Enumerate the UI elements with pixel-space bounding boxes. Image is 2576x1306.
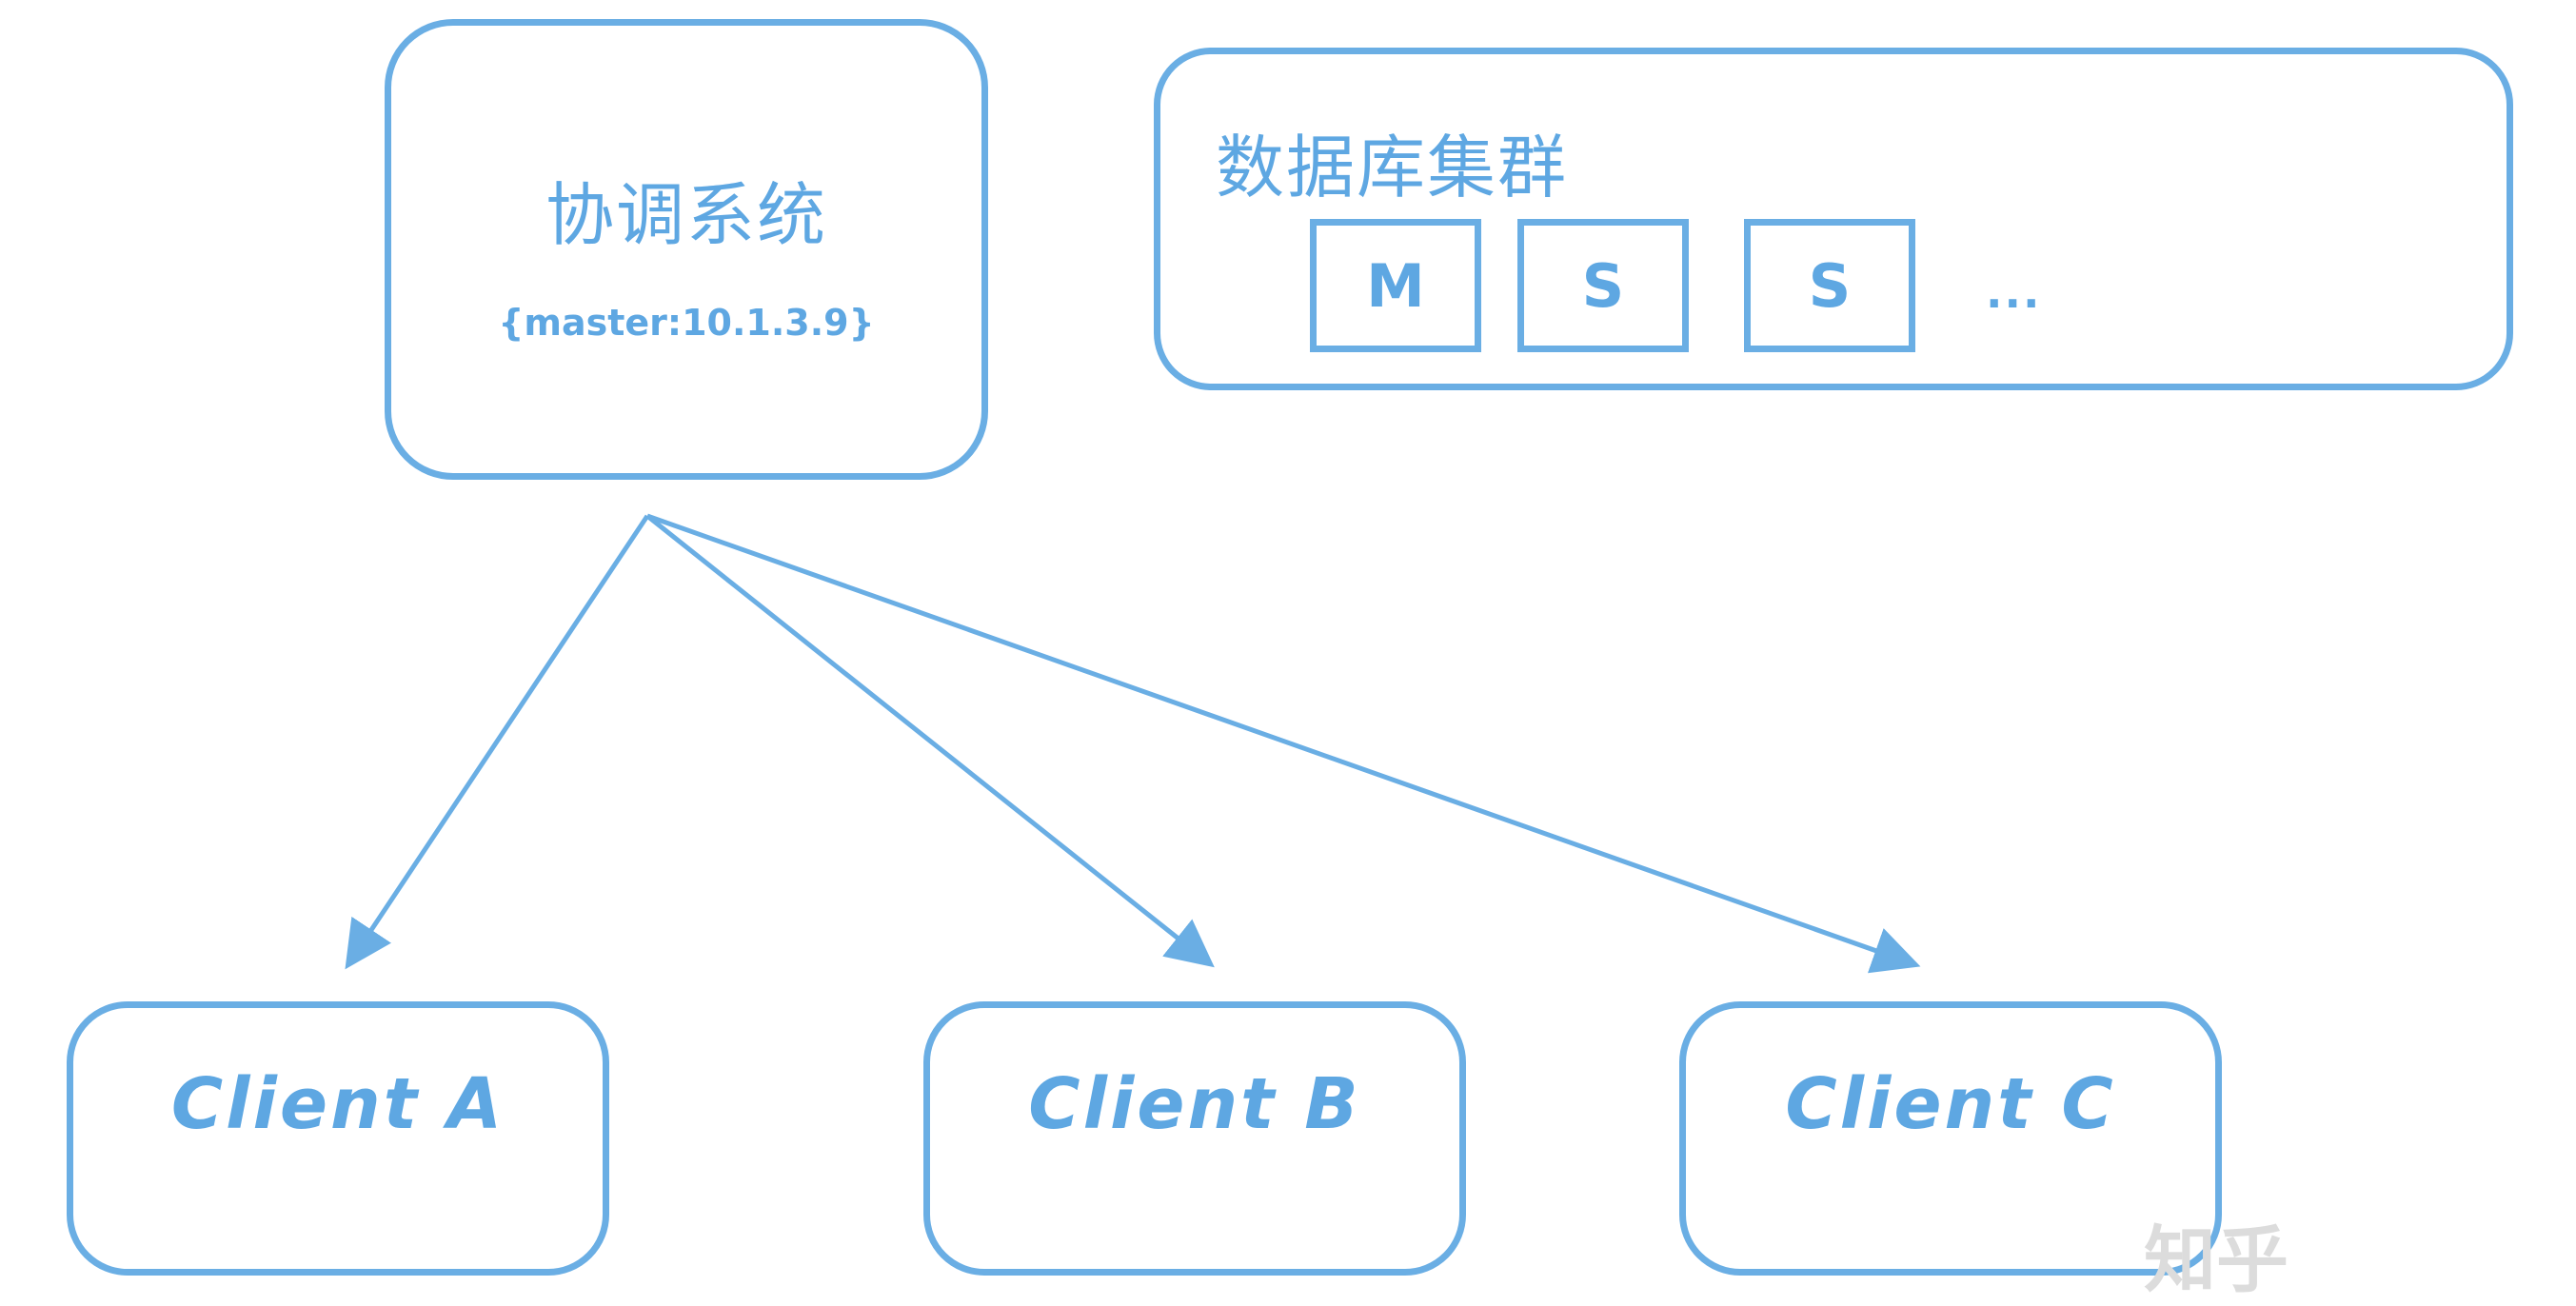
client-a-box: Client A (67, 1001, 609, 1276)
client-c-box: Client C (1679, 1001, 2222, 1276)
cluster-title: 数据库集群 (1216, 128, 1569, 208)
cluster-node-master: M (1310, 219, 1481, 352)
cluster-node-slave: S (1517, 219, 1689, 352)
arrow-to-client-a (345, 514, 650, 970)
zhihu-watermark: 知乎 (2144, 1217, 2289, 1302)
arrow-to-client-b (645, 514, 1215, 968)
client-b-label: Client B (1028, 1063, 1361, 1145)
coordinator-box: 协调系统 {master:10.1.3.9} (385, 19, 988, 480)
client-a-label: Client A (170, 1063, 505, 1145)
coordinator-config: {master:10.1.3.9} (498, 302, 875, 344)
cluster-ellipsis: ... (1986, 267, 2042, 318)
arrow-to-client-c (646, 513, 1921, 974)
client-c-label: Client C (1785, 1063, 2116, 1145)
cluster-node-slave: S (1744, 219, 1915, 352)
diagram-canvas: 协调系统 {master:10.1.3.9} 数据库集群 M S S ... C… (67, 19, 2513, 1302)
coordinator-title: 协调系统 (545, 175, 827, 255)
arrows-layer (345, 513, 1921, 974)
client-b-box: Client B (923, 1001, 1466, 1276)
